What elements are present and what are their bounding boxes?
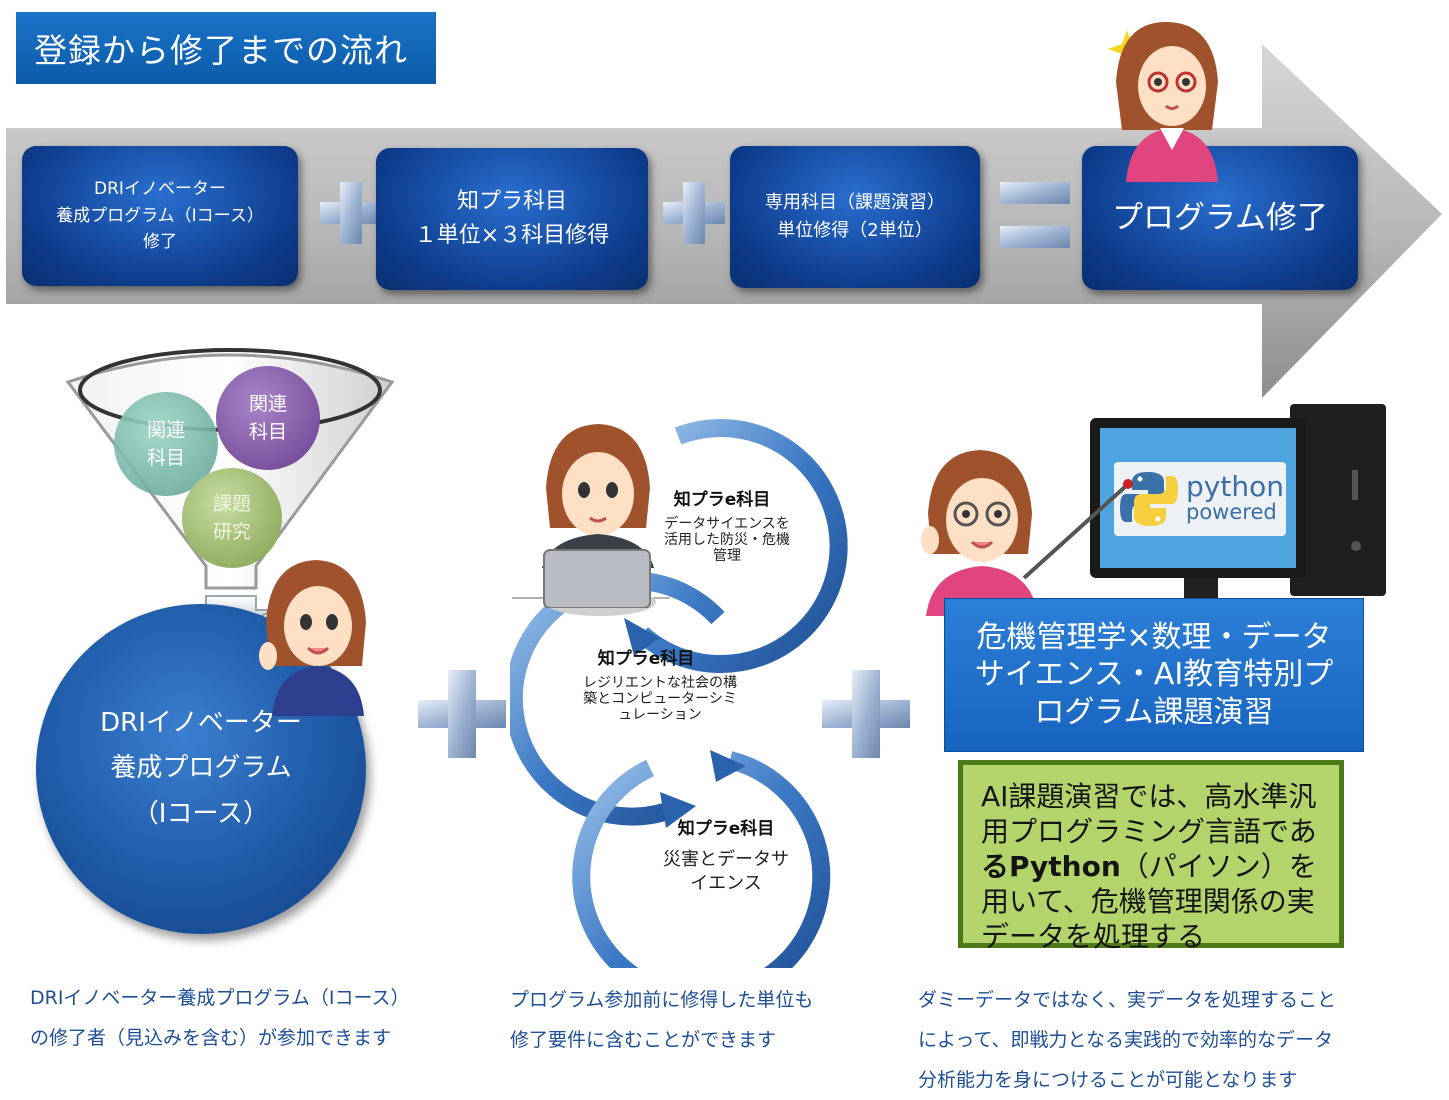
step-exercise-subject: 専用科目（課題演習） 単位修得（2単位）: [730, 146, 980, 288]
plus-icon: [822, 670, 910, 758]
python-logo: python powered: [1114, 462, 1286, 536]
page-title: 登録から修了までの流れ: [16, 12, 436, 84]
ring-2-desc: レジリエントな社会の構 築とコンピューターシミ ュレーション: [583, 675, 737, 724]
plus-icon: [663, 182, 725, 244]
green-description-box: AI課題演習では、高水準汎用プログラミング言語であるPython（パイソン）を用…: [958, 760, 1344, 953]
plus-icon: [418, 670, 506, 758]
python-logo-text: python: [1186, 470, 1284, 504]
woman-laptop-illustration: [542, 424, 654, 608]
equals-icon: [1000, 182, 1070, 248]
green-text-before: AI課題演習では、高水準汎用プログラミング言語であ: [981, 780, 1317, 848]
python-icon: [1120, 472, 1178, 526]
green-text-after: （パイソン）を用いて、危機管理関係の実データを処理する: [981, 850, 1317, 953]
step-label: 専用科目（課題演習） 単位修得（2単位）: [765, 192, 945, 241]
step-chipura-subjects: 知プラ科目 １単位×３科目修得: [376, 148, 648, 290]
woman-pointing-illustration: [259, 560, 366, 716]
bubble-related-subjects-2: 関連 科目: [216, 366, 320, 470]
step-label: 知プラ科目 １単位×３科目修得: [414, 188, 610, 248]
woman-teacher-illustration: [921, 450, 1133, 616]
step-label: プログラム修了: [1111, 199, 1329, 236]
bubble-label: 関連 科目: [146, 418, 185, 470]
step-label: DRIイノベーター 養成プログラム（Iコース） 修了: [56, 179, 264, 253]
ring-1-title: 知プラe科目: [673, 490, 771, 510]
bubble-research: 課題 研究: [182, 468, 282, 568]
green-description-text: AI課題演習では、高水準汎用プログラミング言語であるPython（パイソン）を用…: [963, 765, 1339, 953]
green-text-bold: るPython: [981, 850, 1121, 883]
ring-2-title: 知プラe科目: [597, 649, 695, 669]
plus-icon: [320, 182, 382, 244]
bubble-label: 関連 科目: [248, 392, 287, 444]
circle-label: DRIイノベーター 養成プログラム （Iコース）: [100, 707, 302, 829]
ring-1-desc: データサイエンスを 活用した防災・危機 管理: [664, 516, 790, 565]
step-program-complete: プログラム修了: [1082, 146, 1358, 290]
python-logo-subtext: powered: [1186, 500, 1277, 525]
bubble-label: 課題 研究: [212, 492, 251, 544]
woman-thinking-illustration: [1108, 22, 1218, 182]
caption-left: DRIイノベーター養成プログラム（Iコース） の修了者（見込みを含む）が参加でき…: [30, 987, 410, 1049]
course-box: 危機管理学×数理・データ サイエンス・AI教育特別プ ログラム課題演習: [944, 598, 1364, 752]
flow-arrow: [6, 44, 1442, 398]
ring-3-desc: 災害とデータサ イエンス: [663, 849, 789, 895]
step-dri-program: DRIイノベーター 養成プログラム（Iコース） 修了: [22, 146, 298, 286]
course-box-text: 危機管理学×数理・データ サイエンス・AI教育特別プ ログラム課題演習: [974, 619, 1334, 730]
caption-middle: プログラム参加前に修得した単位も 修了要件に含むことができます: [510, 989, 814, 1051]
caption-right: ダミーデータではなく、実データを処理すること によって、即戦力となる実践的で効率…: [918, 989, 1337, 1091]
ring-3-title: 知プラe科目: [677, 819, 775, 839]
